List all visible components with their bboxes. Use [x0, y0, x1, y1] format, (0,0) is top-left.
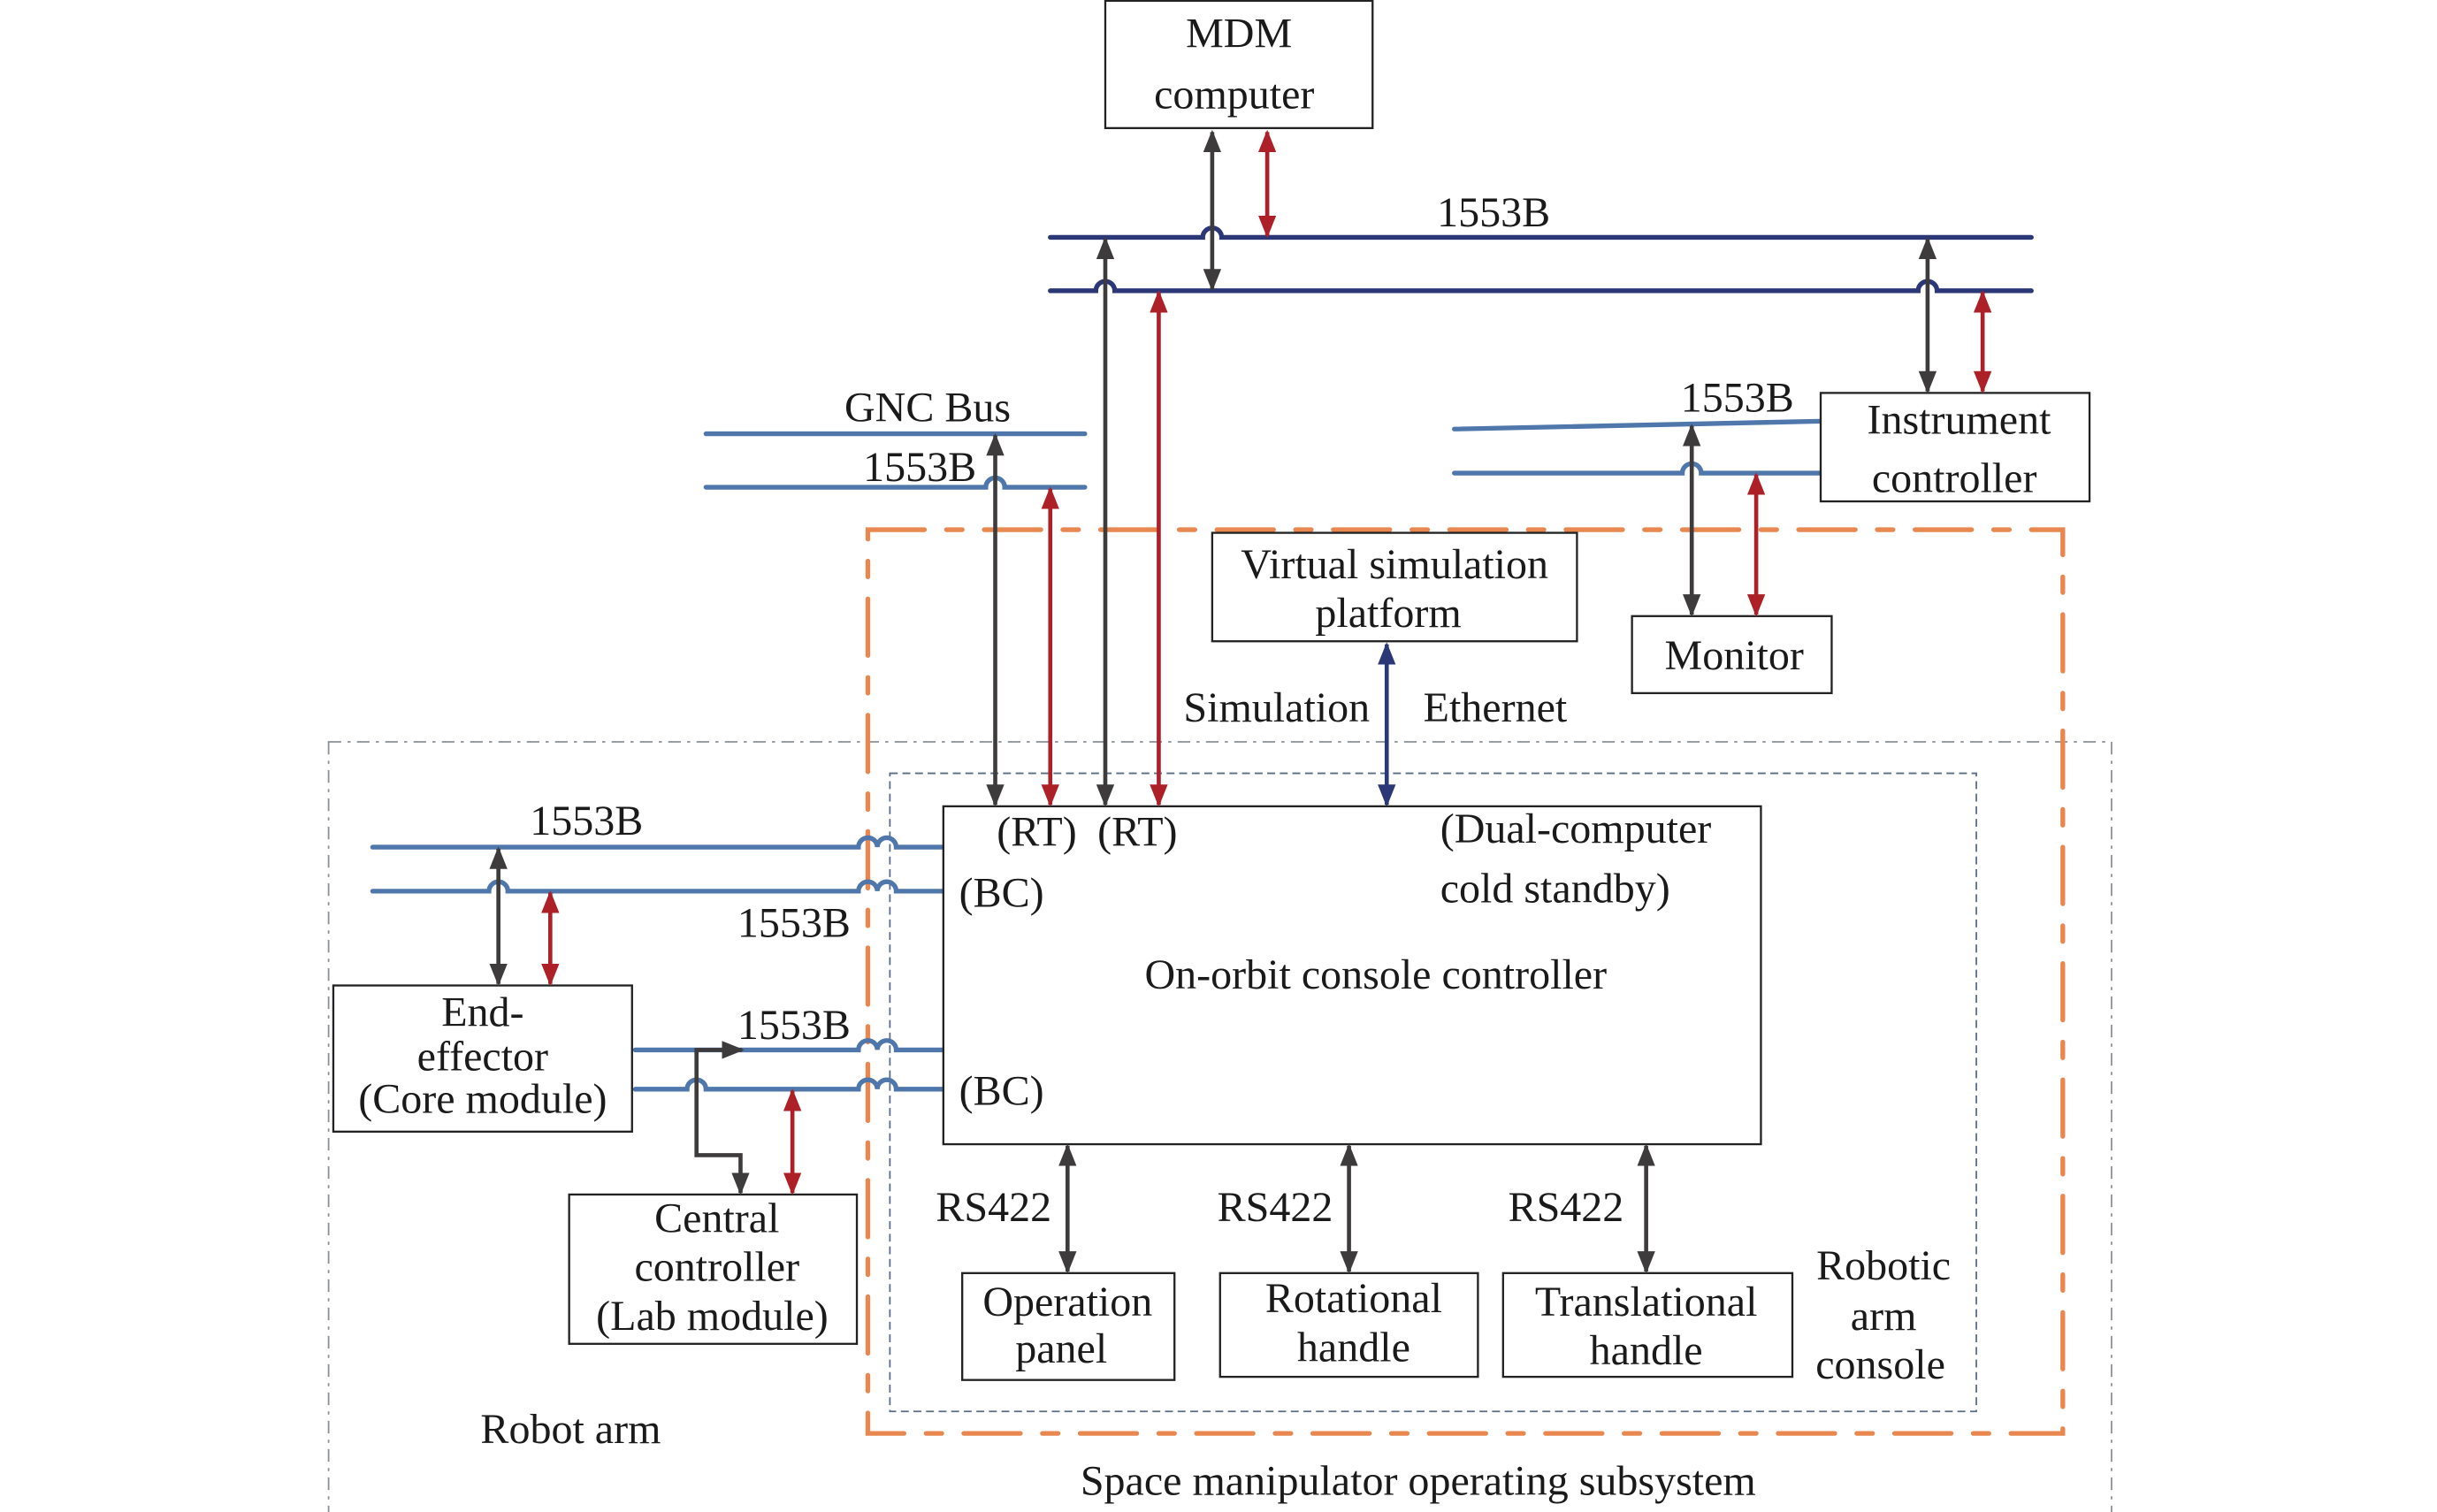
end-effector-label-line2: effector	[417, 1034, 548, 1081]
robotic-arm-console-label-line3: console	[1815, 1341, 1945, 1388]
console-note-line1: (Dual-computer	[1440, 806, 1712, 852]
monitor-label: Monitor	[1665, 632, 1804, 679]
mdm-label-line2: computer	[1154, 72, 1314, 118]
instrument-1553b-bus: 1553B	[1452, 375, 1823, 476]
instrument-bus-label: 1553B	[1681, 375, 1794, 422]
ethernet-link-label: Ethernet	[1424, 684, 1568, 731]
robotic-arm-console-label-line1: Robotic	[1816, 1242, 1951, 1289]
rt-port-1: (RT)	[997, 808, 1076, 855]
simulation-link-label: Simulation	[1183, 684, 1370, 731]
main-1553b-bus: 1553B	[1048, 189, 2034, 294]
virtual-simulation-platform-node[interactable]: Virtual simulation platform	[1211, 531, 1578, 643]
gnc-bus: GNC Bus 1553B	[703, 384, 1088, 491]
gnc-1553b-label: 1553B	[863, 444, 976, 491]
main-bus-label: 1553B	[1437, 189, 1550, 236]
mdm-computer-node[interactable]: MDM computer	[1104, 0, 1374, 130]
rotational-handle-node[interactable]: Rotational handle	[1218, 1271, 1479, 1378]
translational-handle-label-line1: Translational	[1535, 1279, 1758, 1325]
translational-handle-label-line2: handle	[1590, 1327, 1703, 1374]
end-effector-node[interactable]: End- effector (Core module)	[332, 984, 633, 1133]
ee-lower-bus-label: 1553B	[737, 899, 851, 946]
operation-panel-label-line2: panel	[1015, 1325, 1107, 1372]
translational-handle-node[interactable]: Translational handle	[1501, 1271, 1794, 1378]
end-effector-1553b-bus: 1553B 1553B	[370, 798, 946, 946]
subsystem-boundary	[865, 527, 2066, 1436]
rotational-handle-label-line1: Rotational	[1265, 1275, 1442, 1322]
subsystem-label: Space manipulator operating subsystem	[1081, 1457, 1756, 1504]
monitor-node[interactable]: Monitor	[1631, 615, 1833, 695]
ee-upper-bus-label: 1553B	[530, 798, 643, 844]
rs422-label-2: RS422	[1218, 1184, 1333, 1231]
virtual-sim-label-line2: platform	[1315, 590, 1461, 637]
central-1553b-bus: 1553B	[632, 1002, 946, 1092]
bc-port-1: (BC)	[959, 870, 1044, 917]
central-label-line1: Central	[654, 1195, 779, 1242]
gnc-bus-label: GNC Bus	[844, 384, 1011, 431]
rt-port-2: (RT)	[1097, 808, 1177, 855]
console-controller-label: On-orbit console controller	[1145, 951, 1608, 998]
central-controller-node[interactable]: Central controller (Lab module)	[568, 1193, 859, 1345]
mdm-label-line1: MDM	[1186, 10, 1292, 57]
end-effector-label-line3: (Core module)	[358, 1076, 607, 1123]
central-bus-label: 1553B	[737, 1002, 851, 1049]
instrument-label-line1: Instrument	[1867, 397, 2051, 444]
console-note-line2: cold standby)	[1440, 865, 1670, 912]
instrument-controller-node[interactable]: Instrument controller	[1819, 392, 2091, 503]
rotational-handle-label-line2: handle	[1297, 1324, 1410, 1371]
instrument-label-line2: controller	[1872, 454, 2037, 501]
central-label-line3: (Lab module)	[596, 1293, 829, 1340]
robotic-arm-console-boundary	[889, 772, 1977, 1413]
rs422-label-3: RS422	[1509, 1184, 1624, 1231]
central-primary-arrow	[694, 1041, 750, 1195]
virtual-sim-label-line1: Virtual simulation	[1241, 541, 1548, 588]
on-orbit-console-controller-node[interactable]: On-orbit console controller (Dual-comput…	[942, 805, 1762, 1146]
end-effector-label-line1: End-	[441, 989, 523, 1036]
rs422-label-1: RS422	[936, 1184, 1051, 1231]
central-label-line2: controller	[634, 1244, 799, 1291]
operation-panel-node[interactable]: Operation panel	[961, 1271, 1176, 1381]
robotic-arm-console-label-line2: arm	[1851, 1293, 1917, 1340]
operation-panel-label-line1: Operation	[982, 1279, 1152, 1325]
bc-port-2: (BC)	[959, 1068, 1044, 1115]
robot-arm-label: Robot arm	[480, 1406, 661, 1453]
